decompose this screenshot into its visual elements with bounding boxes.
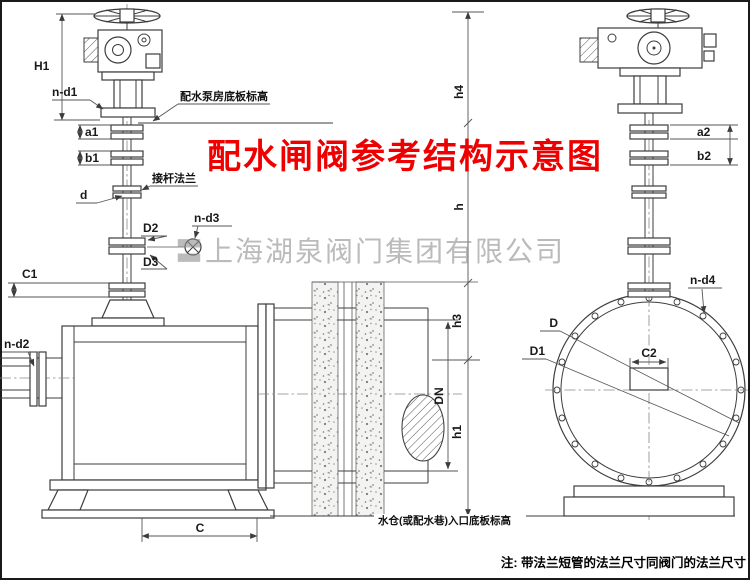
dim-b2: b2: [697, 149, 711, 163]
side-stem: [627, 113, 671, 298]
front-base: [41, 479, 275, 519]
side-motor-box: [579, 37, 599, 63]
label-inlet-floor: 水仓(或配水巷)入口底板标高: [377, 514, 511, 527]
dim-n-d1: n-d1: [52, 85, 78, 99]
dim-C1: C1: [22, 267, 38, 281]
dim-n-d3: n-d3: [194, 211, 220, 225]
dim-n-d4: n-d4: [690, 273, 716, 287]
dim-DN: DN: [432, 387, 446, 404]
flange-face: [545, 120, 748, 520]
label-pump-floor: 配水泵房底板标高: [180, 89, 268, 103]
front-valve-body: [61, 299, 259, 481]
dim-D2: D2: [143, 221, 159, 235]
side-handwheel-icon: [626, 8, 690, 28]
watermark: 〓上海湖泉阀门集团有限公司: [175, 236, 565, 267]
note-text: 注: 带法兰短管的法兰尺寸同阀门的法兰尺寸: [501, 555, 747, 570]
dim-H1: H1: [34, 59, 50, 73]
dim-h1: h1: [450, 425, 464, 439]
motor-box: [83, 37, 99, 63]
dimension-lines: [2, 11, 740, 542]
front-stem: [108, 117, 202, 300]
dim-n-d2: n-d2: [4, 337, 30, 351]
pipe-opening: [401, 394, 445, 462]
concrete-wall: [311, 281, 478, 517]
dim-C: C: [196, 521, 205, 535]
side-base: [563, 485, 735, 517]
side-actuator: [579, 8, 717, 114]
dim-C2: C2: [641, 346, 657, 360]
dim-a1: a1: [85, 125, 99, 139]
label-stem-flange: 接杆法兰: [152, 171, 196, 185]
dim-D: D: [549, 316, 558, 330]
dim-h: h: [452, 203, 466, 210]
outlet-pipe: [257, 303, 462, 489]
dim-D3: D3: [143, 255, 159, 269]
front-view: [0, 4, 462, 519]
handwheel-icon: [93, 8, 161, 30]
dim-h3: h3: [450, 314, 464, 328]
inlet-label-mask: [374, 514, 526, 526]
bolt-hole-symbol: [147, 238, 202, 256]
dim-D1: D1: [530, 344, 546, 358]
drawing-title: 配水闸阀参考结构示意图: [207, 138, 603, 176]
dim-b1: b1: [85, 151, 99, 165]
dim-d: d: [80, 188, 87, 202]
dim-a2: a2: [697, 125, 711, 139]
front-actuator: [83, 8, 163, 118]
dim-h4: h4: [452, 85, 466, 99]
side-view: [545, 8, 748, 520]
